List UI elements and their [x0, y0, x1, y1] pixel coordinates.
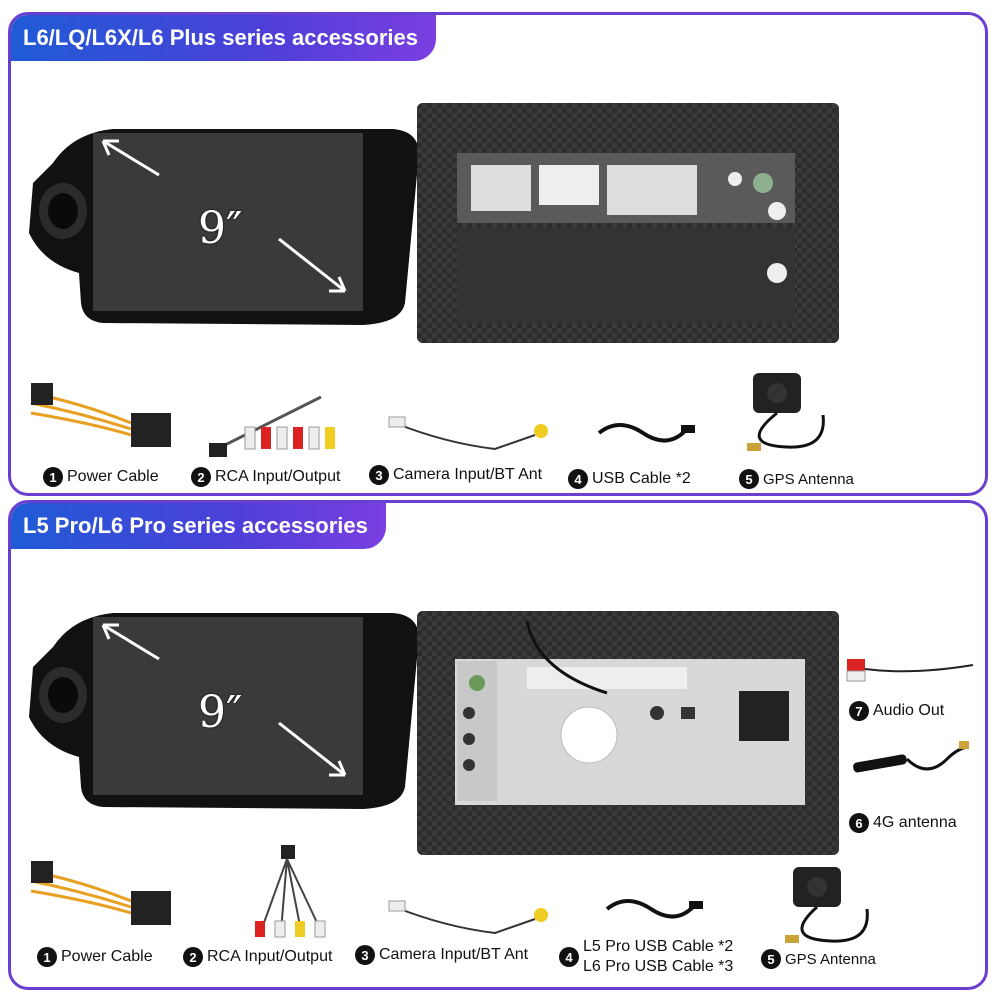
usb-cable-icon [589, 413, 699, 458]
accessory-power-cable: 1 Power Cable [37, 947, 153, 967]
accessory-label: Audio Out [873, 702, 945, 719]
accessory-gps-antenna: 5 GPS Antenna [761, 949, 876, 969]
4g-antenna-icon [847, 739, 977, 794]
accessory-gps-antenna: 5 GPS Antenna [739, 469, 854, 489]
accessory-label: L6 Pro USB Cable *3 [583, 958, 734, 975]
number-badge: 2 [183, 947, 203, 967]
section-title: L5 Pro/L6 Pro series accessories [11, 503, 386, 549]
section-title: L6/LQ/L6X/L6 Plus series accessories [11, 15, 436, 61]
number-badge: 7 [849, 701, 869, 721]
screen-size-label: 9″ [198, 687, 243, 738]
head-unit-front-image: 9″ [23, 123, 423, 333]
accessory-label: GPS Antenna [785, 950, 876, 968]
accessory-label: Camera Input/BT Ant [379, 946, 529, 963]
rca-cable-icon [221, 841, 341, 946]
rca-cable-icon [201, 387, 361, 467]
gps-antenna-icon [727, 365, 837, 460]
camera-cable-icon [385, 897, 555, 952]
number-badge: 2 [191, 467, 211, 487]
number-badge: 4 [568, 469, 588, 489]
accessory-camera-cable: 3 Camera Input/BT Ant [355, 945, 528, 965]
bottom-section-panel: L5 Pro/L6 Pro series accessories 9″ [8, 500, 988, 990]
camera-cable-icon [385, 413, 555, 468]
accessory-4g-antenna: 6 4G antenna [849, 813, 957, 833]
accessory-rca-cable: 2 RCA Input/Output [191, 467, 340, 487]
accessory-label: 4G antenna [873, 814, 957, 831]
accessory-usb-cable: 4 USB Cable *2 [568, 469, 691, 489]
accessory-camera-cable: 3 Camera Input/BT Ant [369, 465, 542, 485]
head-unit-front-image: 9″ [23, 607, 423, 817]
number-badge: 5 [761, 949, 781, 969]
number-badge: 1 [37, 947, 57, 967]
gps-antenna-icon [771, 859, 881, 954]
accessory-label: L5 Pro USB Cable *2 [583, 938, 734, 955]
usb-cable-labels: L5 Pro USB Cable *2 L6 Pro USB Cable *3 [583, 937, 733, 977]
power-cable-icon [21, 861, 191, 941]
accessory-label: RCA Input/Output [215, 468, 341, 485]
accessory-usb-cable: 4 L5 Pro USB Cable *2 L6 Pro USB Cable *… [559, 937, 733, 977]
accessory-label: USB Cable *2 [592, 470, 691, 487]
accessory-power-cable: 1 Power Cable [43, 467, 159, 487]
accessory-label: Power Cable [67, 468, 159, 485]
accessory-audio-out: 7 Audio Out [849, 701, 944, 721]
accessory-label: RCA Input/Output [207, 948, 333, 965]
head-unit-back-image [417, 103, 839, 343]
number-badge: 5 [739, 469, 759, 489]
accessory-rca-cable: 2 RCA Input/Output [183, 947, 332, 967]
audio-out-cable-icon [843, 649, 983, 694]
top-section-panel: L6/LQ/L6X/L6 Plus series accessories 9″ [8, 12, 988, 496]
number-badge: 4 [559, 947, 579, 967]
usb-cable-icon [597, 889, 707, 934]
accessory-label: Power Cable [61, 948, 153, 965]
number-badge: 3 [355, 945, 375, 965]
number-badge: 1 [43, 467, 63, 487]
number-badge: 6 [849, 813, 869, 833]
power-cable-icon [21, 383, 191, 463]
accessory-label: GPS Antenna [763, 470, 854, 488]
number-badge: 3 [369, 465, 389, 485]
screen-size-label: 9″ [198, 203, 243, 254]
head-unit-back-image [417, 611, 839, 855]
accessory-label: Camera Input/BT Ant [393, 466, 543, 483]
